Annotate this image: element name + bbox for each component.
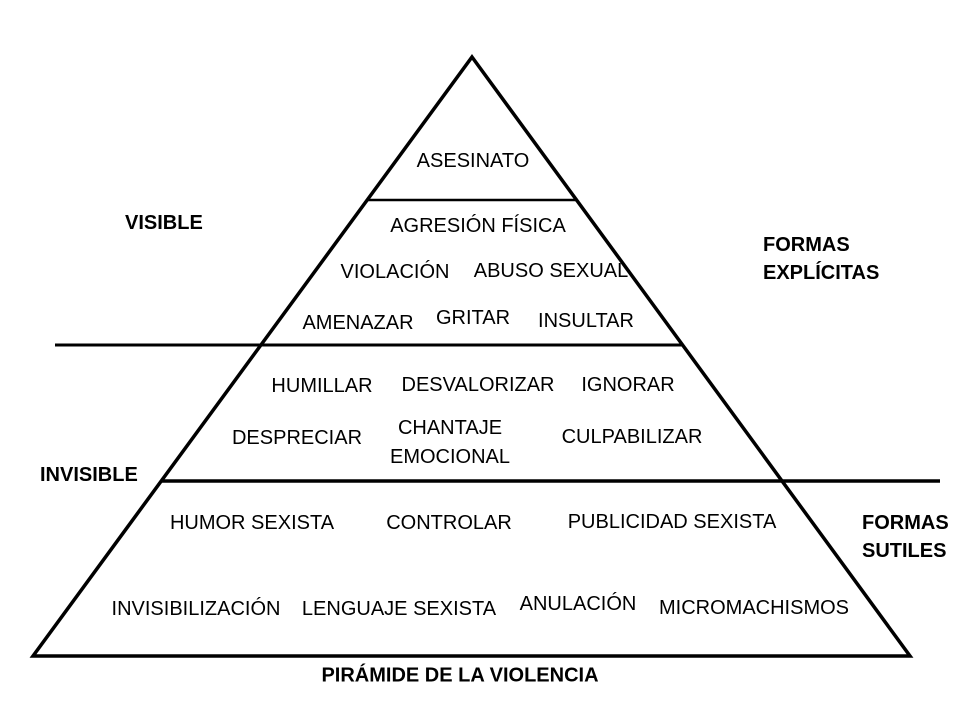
formas-explicitas-section-label: FORMAS EXPLÍCITAS [763,234,880,284]
pyramid-label-asesinato: ASESINATO [416,150,530,172]
pyramid-label-lenguaje-sexista: LENGUAJE SEXISTA [301,598,497,620]
formas-sutiles-section-label: FORMAS SUTILES [862,512,949,562]
pyramid-label-anulacion: ANULACIÓN [519,593,637,615]
pyramid-label-agresion-fisica: AGRESIÓN FÍSICA [390,215,566,237]
pyramid-label-insultar: INSULTAR [538,310,634,332]
invisible-section-label: INVISIBLE [40,464,138,486]
pyramid-label-desvalorizar: DESVALORIZAR [401,374,555,396]
pyramid-label-humor-sexista: HUMOR SEXISTA [169,512,335,534]
pyramid-label-despreciar: DESPRECIAR [231,427,363,449]
diagram-title: PIRÁMIDE DE LA VIOLENCIA [321,664,599,687]
pyramid-label-culpabilizar: CULPABILIZAR [561,426,703,448]
pyramid-outline [29,54,914,658]
pyramid-label-controlar: CONTROLAR [386,512,512,534]
pyramid-label-gritar: GRITAR [435,307,511,329]
pyramid-label-abuso-sexual: ABUSO SEXUAL [473,260,629,282]
pyramid-label-micromachismos: MICROMACHISMOS [659,597,849,619]
pyramid-label-violacion: VIOLACIÓN [340,261,450,283]
pyramid-label-invisibilizacion: INVISIBILIZACIÓN [111,598,281,620]
pyramid-label-amenazar: AMENAZAR [302,312,414,334]
pyramid-label-ignorar: IGNORAR [581,374,675,396]
pyramid-label-chantaje-emocional: CHANTAJE EMOCIONAL [389,417,511,468]
visible-section-label: VISIBLE [125,212,203,234]
pyramid-label-publicidad-sexista: PUBLICIDAD SEXISTA [567,511,777,533]
pyramid-label-humillar: HUMILLAR [271,375,373,397]
